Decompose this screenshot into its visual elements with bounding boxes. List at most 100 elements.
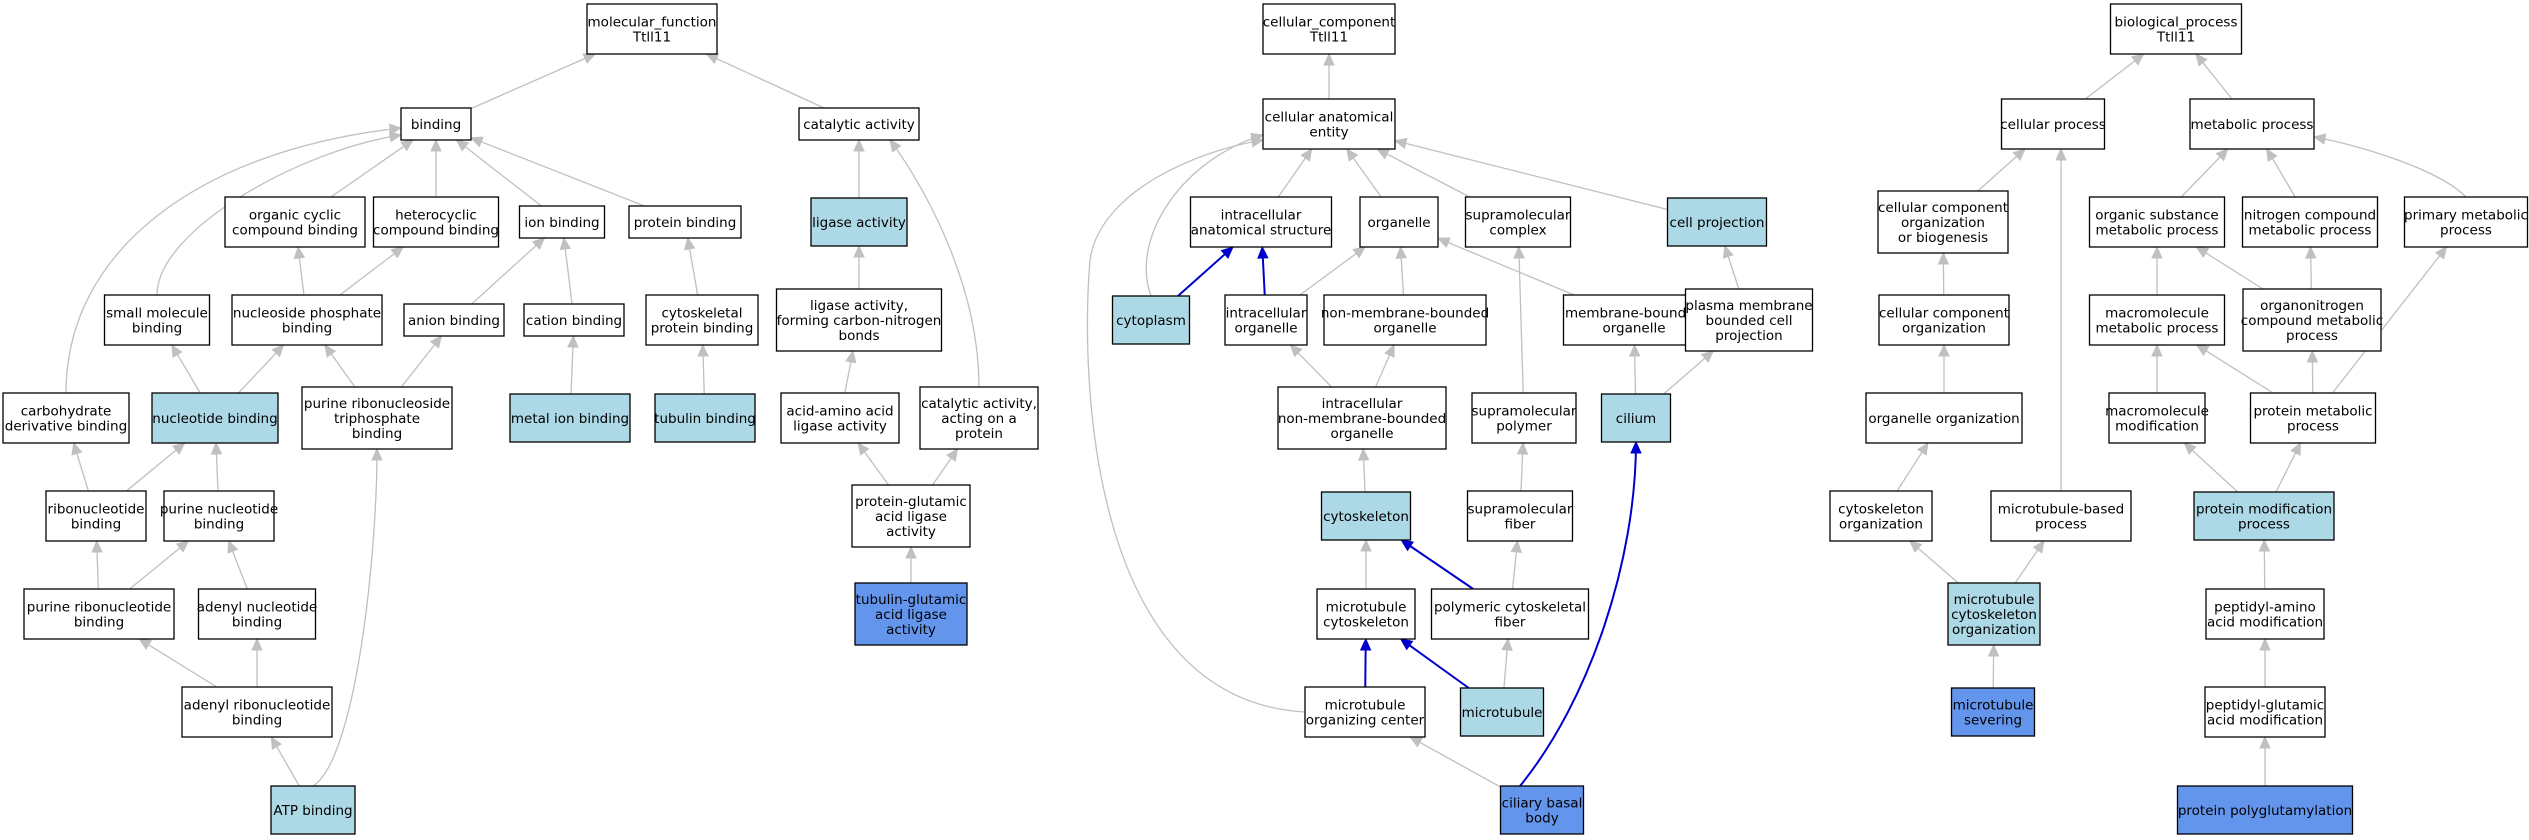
node-cytoplasm[interactable]: cytoplasm — [1111, 295, 1191, 345]
node-label-cation: cation binding — [526, 313, 622, 329]
node-metabolic-proc[interactable]: metabolic process — [2189, 98, 2315, 150]
node-tubulin-b[interactable]: tubulin binding — [654, 393, 756, 443]
node-box-ic-organelle — [1224, 294, 1308, 346]
node-protein-binding[interactable]: protein binding — [628, 205, 742, 239]
edge-purine-nt-to-nucleotide — [215, 452, 219, 492]
node-box-protein-binding — [628, 205, 742, 239]
node-cytoskeleton[interactable]: cytoskeleton — [1320, 491, 1412, 541]
node-cation[interactable]: cation binding — [523, 303, 625, 337]
edge-organelle-to-cae — [1352, 156, 1382, 198]
edge-organonitrogen-to-org-subst — [2204, 251, 2264, 290]
node-label-purine-rnt: binding — [352, 426, 402, 442]
node-label-polyglut: protein polyglutamylation — [2178, 803, 2352, 819]
node-box-supra-polymer — [1471, 392, 1577, 444]
node-cell-proj[interactable]: cell projection — [1666, 197, 1768, 247]
node-ligase[interactable]: ligase activity — [810, 197, 908, 247]
node-ligase-cn[interactable]: ligase activity,forming carbon-nitrogenb… — [775, 288, 943, 352]
arrowhead-cell-proj-to-cae — [1393, 137, 1408, 150]
node-box-bp-root — [2109, 3, 2243, 55]
node-cilium[interactable]: cilium — [1600, 393, 1672, 443]
node-ion-binding[interactable]: ion binding — [518, 205, 606, 239]
node-label-org-cyclic: organic cyclic — [249, 208, 341, 224]
node-label-prot-mod: process — [2238, 517, 2290, 533]
node-box-cytoplasm — [1111, 295, 1191, 345]
arrowhead-protein-met-to-organonitrogen — [2306, 349, 2319, 363]
node-microtubule[interactable]: microtubule — [1459, 687, 1545, 737]
node-metal-ion[interactable]: metal ion binding — [509, 393, 631, 443]
node-label-tg-ligase: tubulin-glutamic — [856, 592, 967, 608]
node-organelle-org[interactable]: organelle organization — [1865, 392, 2023, 444]
node-label-cae: entity — [1309, 125, 1348, 141]
edge-aa-ligase-to-ligase-cn — [844, 360, 852, 394]
node-nucleotide[interactable]: nucleotide binding — [151, 392, 279, 444]
edge-mt-cyto-org-to-cytoskeleton-org — [1916, 547, 1959, 584]
node-organelle[interactable]: organelle — [1359, 196, 1439, 248]
arrowhead-atp-to-adenyl-ribont — [270, 735, 283, 750]
node-polyglut[interactable]: protein polyglutamylation — [2176, 785, 2354, 835]
arrowhead-ribonucleotide-to-carbohydrate — [71, 441, 83, 456]
node-label-primary-met: primary metabolic — [2404, 208, 2528, 224]
edge-pg-ligase-to-cat-protein — [931, 456, 953, 486]
node-cellular-proc[interactable]: cellular process — [2000, 98, 2106, 150]
arrowhead-purine-rnt-to-anion — [429, 335, 443, 349]
node-ic-nmb[interactable]: intracellularnon-membrane-boundedorganel… — [1277, 386, 1447, 450]
node-catalytic[interactable]: catalytic activity — [798, 107, 920, 141]
node-atp[interactable]: ATP binding — [270, 785, 356, 835]
node-label-cytoskeleton-org: organization — [1839, 517, 1923, 533]
arrowhead-primary-met-to-metabolic-proc — [2312, 133, 2327, 145]
node-anion[interactable]: anion binding — [403, 303, 505, 337]
node-box-mb-organelle — [1562, 294, 1706, 346]
node-label-cytoskeleton-org: cytoskeleton — [1838, 502, 1924, 518]
node-binding[interactable]: binding — [400, 107, 472, 141]
edge-supra-complex-to-cae — [1385, 153, 1471, 198]
